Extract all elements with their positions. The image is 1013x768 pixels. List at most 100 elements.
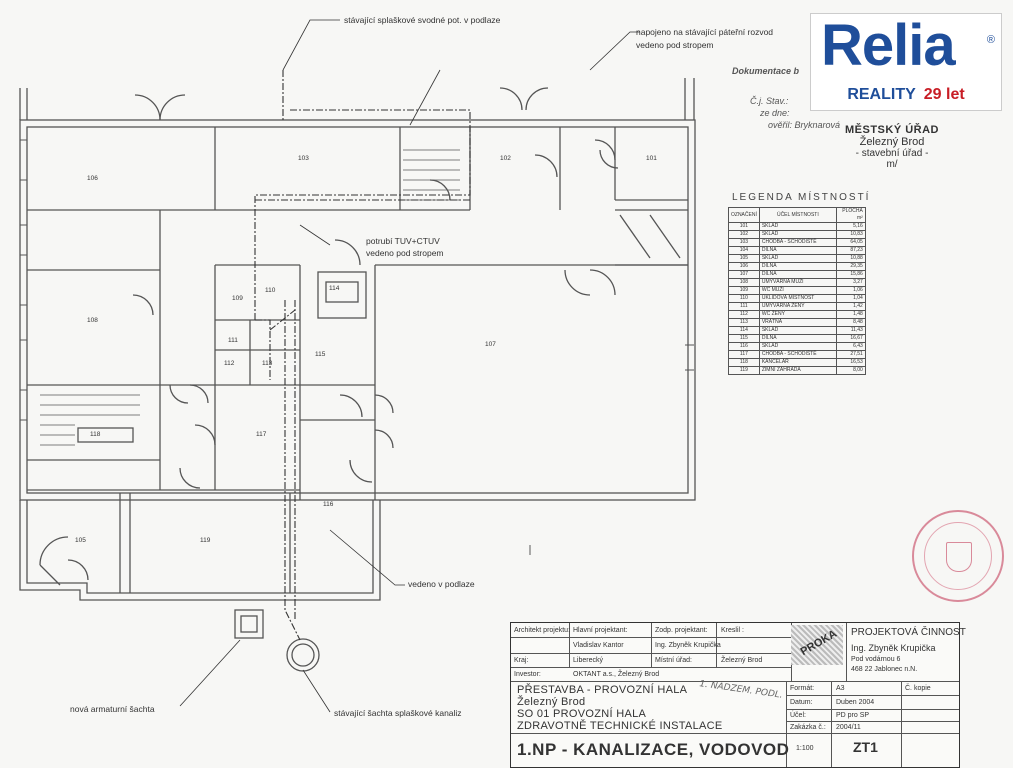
project-title: PŘESTAVBA - PROVOZNÍ HALA bbox=[517, 684, 688, 696]
documentation-title: Dokumentace b bbox=[732, 66, 800, 76]
outer-wall bbox=[19, 119, 696, 501]
annotation-main-riser: napojeno na stávající páteřní rozvod bbox=[636, 27, 773, 37]
legend-room-purpose: SKLAD bbox=[758, 230, 837, 239]
annotation-under-ceiling: vedeno pod stropem bbox=[636, 40, 714, 50]
responsible-value: Ing. Zbyněk Krupička bbox=[655, 642, 721, 649]
legend-room-area: 11,43 bbox=[835, 326, 866, 335]
legend-room-number: 105 bbox=[728, 254, 760, 263]
room-label: 114 bbox=[329, 285, 340, 292]
legend-room-area: 5,16 bbox=[835, 222, 866, 231]
room-label: 117 bbox=[256, 431, 267, 438]
format-value: A3 bbox=[836, 685, 845, 692]
room-label: 101 bbox=[646, 155, 657, 162]
legend-room-purpose: DÍLNA bbox=[758, 246, 837, 255]
legend-room-purpose: SKLAD bbox=[758, 222, 837, 231]
investor-label: Investor: bbox=[514, 671, 541, 678]
legend-room-area: 27,51 bbox=[835, 350, 866, 359]
office-city: Železný Brod bbox=[859, 136, 925, 148]
room-label: 110 bbox=[265, 287, 276, 294]
legend-room-number: 104 bbox=[728, 246, 760, 255]
date-label: Datum: bbox=[790, 699, 813, 706]
legend-room-purpose: KANCELÁŘ bbox=[758, 358, 837, 367]
doc-verified: ověřil: Bryknarová bbox=[768, 120, 841, 130]
office-label: Místní úřad: bbox=[655, 657, 692, 664]
legend-room-number: 112 bbox=[728, 310, 760, 319]
project-object: SO 01 PROVOZNÍ HALA bbox=[517, 708, 647, 720]
annotation-existing-shaft: stávající šachta splaškové kanaliz bbox=[334, 708, 462, 718]
handwritten-note: 1. NADZEM. PODL. bbox=[698, 679, 784, 701]
legend-room-area: 16,53 bbox=[835, 358, 866, 367]
annotation-floor: vedeno v podlaze bbox=[408, 579, 475, 589]
legend-room-area: 16,67 bbox=[835, 334, 866, 343]
legend-room-purpose: CHODBA - SCHODIŠTĚ bbox=[758, 350, 837, 359]
annotation-new-shaft: nová armaturní šachta bbox=[70, 704, 155, 714]
region-label: Kraj: bbox=[514, 657, 529, 664]
legend-room-area: 64,05 bbox=[835, 238, 866, 247]
chief-value: Vladislav Kantor bbox=[573, 642, 624, 649]
order-label: Zakázka č.: bbox=[790, 724, 826, 731]
firm-street: Pod vodárnou 6 bbox=[851, 656, 901, 663]
legend-room-number: 117 bbox=[728, 350, 760, 359]
room-label: 109 bbox=[232, 295, 243, 302]
room-label: 112 bbox=[224, 360, 235, 367]
legend-room-area: 10,83 bbox=[835, 230, 866, 239]
legend-room-area: 8,48 bbox=[835, 318, 866, 327]
firm-city: 468 22 Jablonec n.N. bbox=[851, 666, 918, 673]
legend-room-purpose: WC ŽENY bbox=[758, 310, 837, 319]
legend-room-area: 1,06 bbox=[835, 286, 866, 295]
legend-room-purpose: DÍLNA bbox=[758, 270, 837, 279]
office-title: MĚSTSKÝ ÚŘAD bbox=[845, 124, 940, 136]
room-legend: LEGENDA MÍSTNOSTÍ OZNAČENÍ ÚČEL MÍSTNOST… bbox=[728, 192, 870, 375]
proka-logo: PROKA bbox=[791, 625, 843, 665]
logo-registered-mark: ® bbox=[986, 34, 995, 46]
official-stamp bbox=[912, 510, 1004, 602]
firm-name: PROJEKTOVÁ ČINNOST bbox=[851, 627, 966, 638]
legend-room-purpose: SKLAD bbox=[758, 254, 837, 263]
room-label: 106 bbox=[87, 175, 98, 182]
annotation-top-drain: stávající splaškové svodné pot. v podlaz… bbox=[344, 15, 501, 25]
annotation-pipe-ceiling: vedeno pod stropem bbox=[366, 248, 444, 258]
room-label: 119 bbox=[200, 537, 211, 544]
region-value: Liberecký bbox=[573, 657, 603, 664]
legend-room-number: 108 bbox=[728, 278, 760, 287]
legend-room-area: 29,35 bbox=[835, 262, 866, 271]
purpose-value: PD pro SP bbox=[836, 712, 870, 719]
legend-room-number: 114 bbox=[728, 326, 760, 335]
legend-room-area: 15,86 bbox=[835, 270, 866, 279]
room-label: 102 bbox=[500, 155, 511, 162]
purpose-label: Účel: bbox=[790, 712, 806, 719]
scale-value: 1:100 bbox=[796, 745, 814, 752]
room-label: 116 bbox=[323, 501, 334, 508]
proka-text: PROKA bbox=[798, 627, 840, 659]
legend-room-purpose: VRÁTNÁ bbox=[758, 318, 837, 327]
legend-room-area: 1,42 bbox=[835, 302, 866, 311]
format-label: Formát: bbox=[790, 685, 815, 692]
legend-room-purpose: UMÝVÁRNA MUŽI bbox=[758, 278, 837, 287]
legend-room-purpose: ÚKLIDOVÁ MÍSTNOST bbox=[758, 294, 837, 303]
firm-engineer: Ing. Zbyněk Krupička bbox=[851, 643, 936, 653]
office-dept: - stavební úřad - bbox=[855, 148, 929, 159]
legend-room-area: 87,23 bbox=[835, 246, 866, 255]
sheet-number: ZT1 bbox=[853, 739, 878, 755]
drew-label: Kreslil : bbox=[721, 627, 744, 634]
legend-room-number: 109 bbox=[728, 286, 760, 295]
chief-label: Hlavní projektant: bbox=[573, 627, 628, 634]
legend-header: PLOCHA m² bbox=[835, 207, 866, 223]
order-value: 2004/11 bbox=[836, 724, 861, 731]
documentation-note: Dokumentace b Č.j. Stav.: ze dne: ověřil… bbox=[732, 66, 840, 130]
legend-room-area: 6,43 bbox=[835, 342, 866, 351]
legend-room-purpose: DÍLNA bbox=[758, 334, 837, 343]
